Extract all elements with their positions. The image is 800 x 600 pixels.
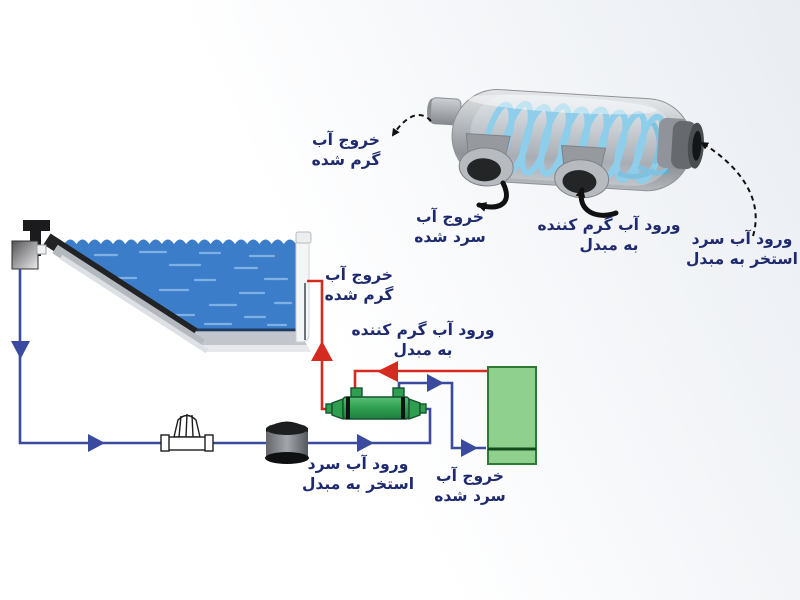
exchanger-band-right: [401, 397, 405, 419]
dashed-arrow-hot-out: [391, 114, 432, 137]
label-hx3d-heating-water-in: ورود آب گرم کننده به مبدل: [536, 216, 682, 256]
pool-floor-shell: [185, 332, 307, 345]
heat-exchanger-schematic: [325, 387, 427, 420]
flow-arrow-left: [377, 361, 398, 382]
valve-flange-right: [204, 434, 214, 452]
pool-to-exchanger-pipe: [18, 269, 432, 445]
label-line: خروج آب: [325, 266, 393, 284]
hx3d-bottom-port-cooled-out: [458, 133, 514, 187]
flow-arrow-right: [357, 434, 374, 452]
hot-water-arrows: [311, 341, 398, 382]
label-line: خروج آب: [312, 131, 380, 149]
pool-right-wall: [295, 233, 310, 343]
hx3d-glass-sheen: [469, 94, 676, 186]
label-line: ورود آب سرد: [691, 230, 793, 248]
flow-arrow-right: [427, 374, 444, 392]
skimmer-outlet-stub: [36, 244, 47, 255]
label-line: خروج آب: [416, 208, 484, 226]
label-line: استخر به مبدل: [685, 249, 798, 268]
pool-slope-shell: [52, 244, 205, 349]
curved-arrow-heating-in: [575, 187, 619, 218]
label-line: ورود آب گرم کننده: [351, 321, 495, 339]
curved-arrow-cooled-out: [476, 180, 509, 212]
flow-arrow-up: [311, 341, 333, 361]
label-hx3d-hot-water-out: خروج آب گرم شده: [303, 131, 389, 171]
label-hx3d-pool-cold-water-in: ورود آب سرد استخر به مبدل: [686, 230, 798, 270]
label-schematic-heating-water-in: ورود آب گرم کننده به مبدل: [350, 321, 496, 361]
label-line: به مبدل: [579, 235, 639, 254]
pool-floor-shell-light: [198, 345, 311, 352]
label-line: سرد شده: [434, 486, 506, 505]
label-line: استخر به مبدل: [301, 474, 415, 493]
dashed-arrow-pool-cold-in: [700, 141, 757, 237]
cold-water-arrows: [11, 341, 478, 457]
label-schematic-cooled-water-out: خروج آب سرد شده: [428, 467, 512, 507]
flow-arrow-right: [461, 439, 478, 457]
exchanger-band-left: [346, 397, 350, 419]
exchanger-body: [342, 396, 410, 420]
valve-body: [167, 436, 207, 451]
label-line: گرم شده: [311, 150, 381, 169]
boiler-tank: [487, 366, 537, 465]
annotation-arrows: [391, 114, 757, 237]
heat-exchanger-3d: [426, 89, 704, 199]
skimmer-box: [11, 240, 39, 270]
pool-return-inlet: [295, 231, 312, 244]
strainer-valve: [160, 413, 214, 452]
exchanger-cone-left: [331, 398, 344, 420]
overflow-pipe: [23, 220, 50, 256]
label-line: سرد شده: [414, 227, 486, 246]
pool-slope-shell-light: [59, 254, 209, 354]
pool-water: [52, 239, 296, 331]
swimming-pool: [11, 220, 312, 354]
valve-flange-left: [160, 434, 170, 452]
label-line: گرم شده: [324, 285, 394, 304]
exchanger-tip-left: [325, 403, 333, 414]
flow-arrow-right: [88, 434, 105, 452]
label-hx3d-cooled-water-out: خروج آب سرد شده: [410, 208, 490, 248]
label-schematic-pool-cold-in: ورود آب سرد استخر به مبدل: [296, 455, 420, 495]
label-schematic-hot-water-out: خروج آب گرم شده: [322, 266, 396, 306]
boiler-to-exchanger-pipe: [353, 369, 487, 391]
flow-arrow-down: [11, 341, 30, 359]
hx3d-bottom-port-heating-in: [554, 144, 610, 199]
hx3d-right-port: [656, 117, 704, 170]
exchanger-tip-right: [419, 403, 427, 414]
pump-base: [265, 452, 309, 464]
label-line: ورود آب گرم کننده: [537, 216, 681, 234]
exchanger-cone-right: [408, 398, 421, 420]
hx3d-top-highlight: [467, 94, 657, 115]
label-line: ورود آب سرد: [307, 455, 409, 473]
circulation-pump: [265, 421, 309, 464]
label-line: به مبدل: [393, 340, 453, 359]
label-line: خروج آب: [436, 467, 504, 485]
pump-top-rim: [266, 423, 308, 435]
